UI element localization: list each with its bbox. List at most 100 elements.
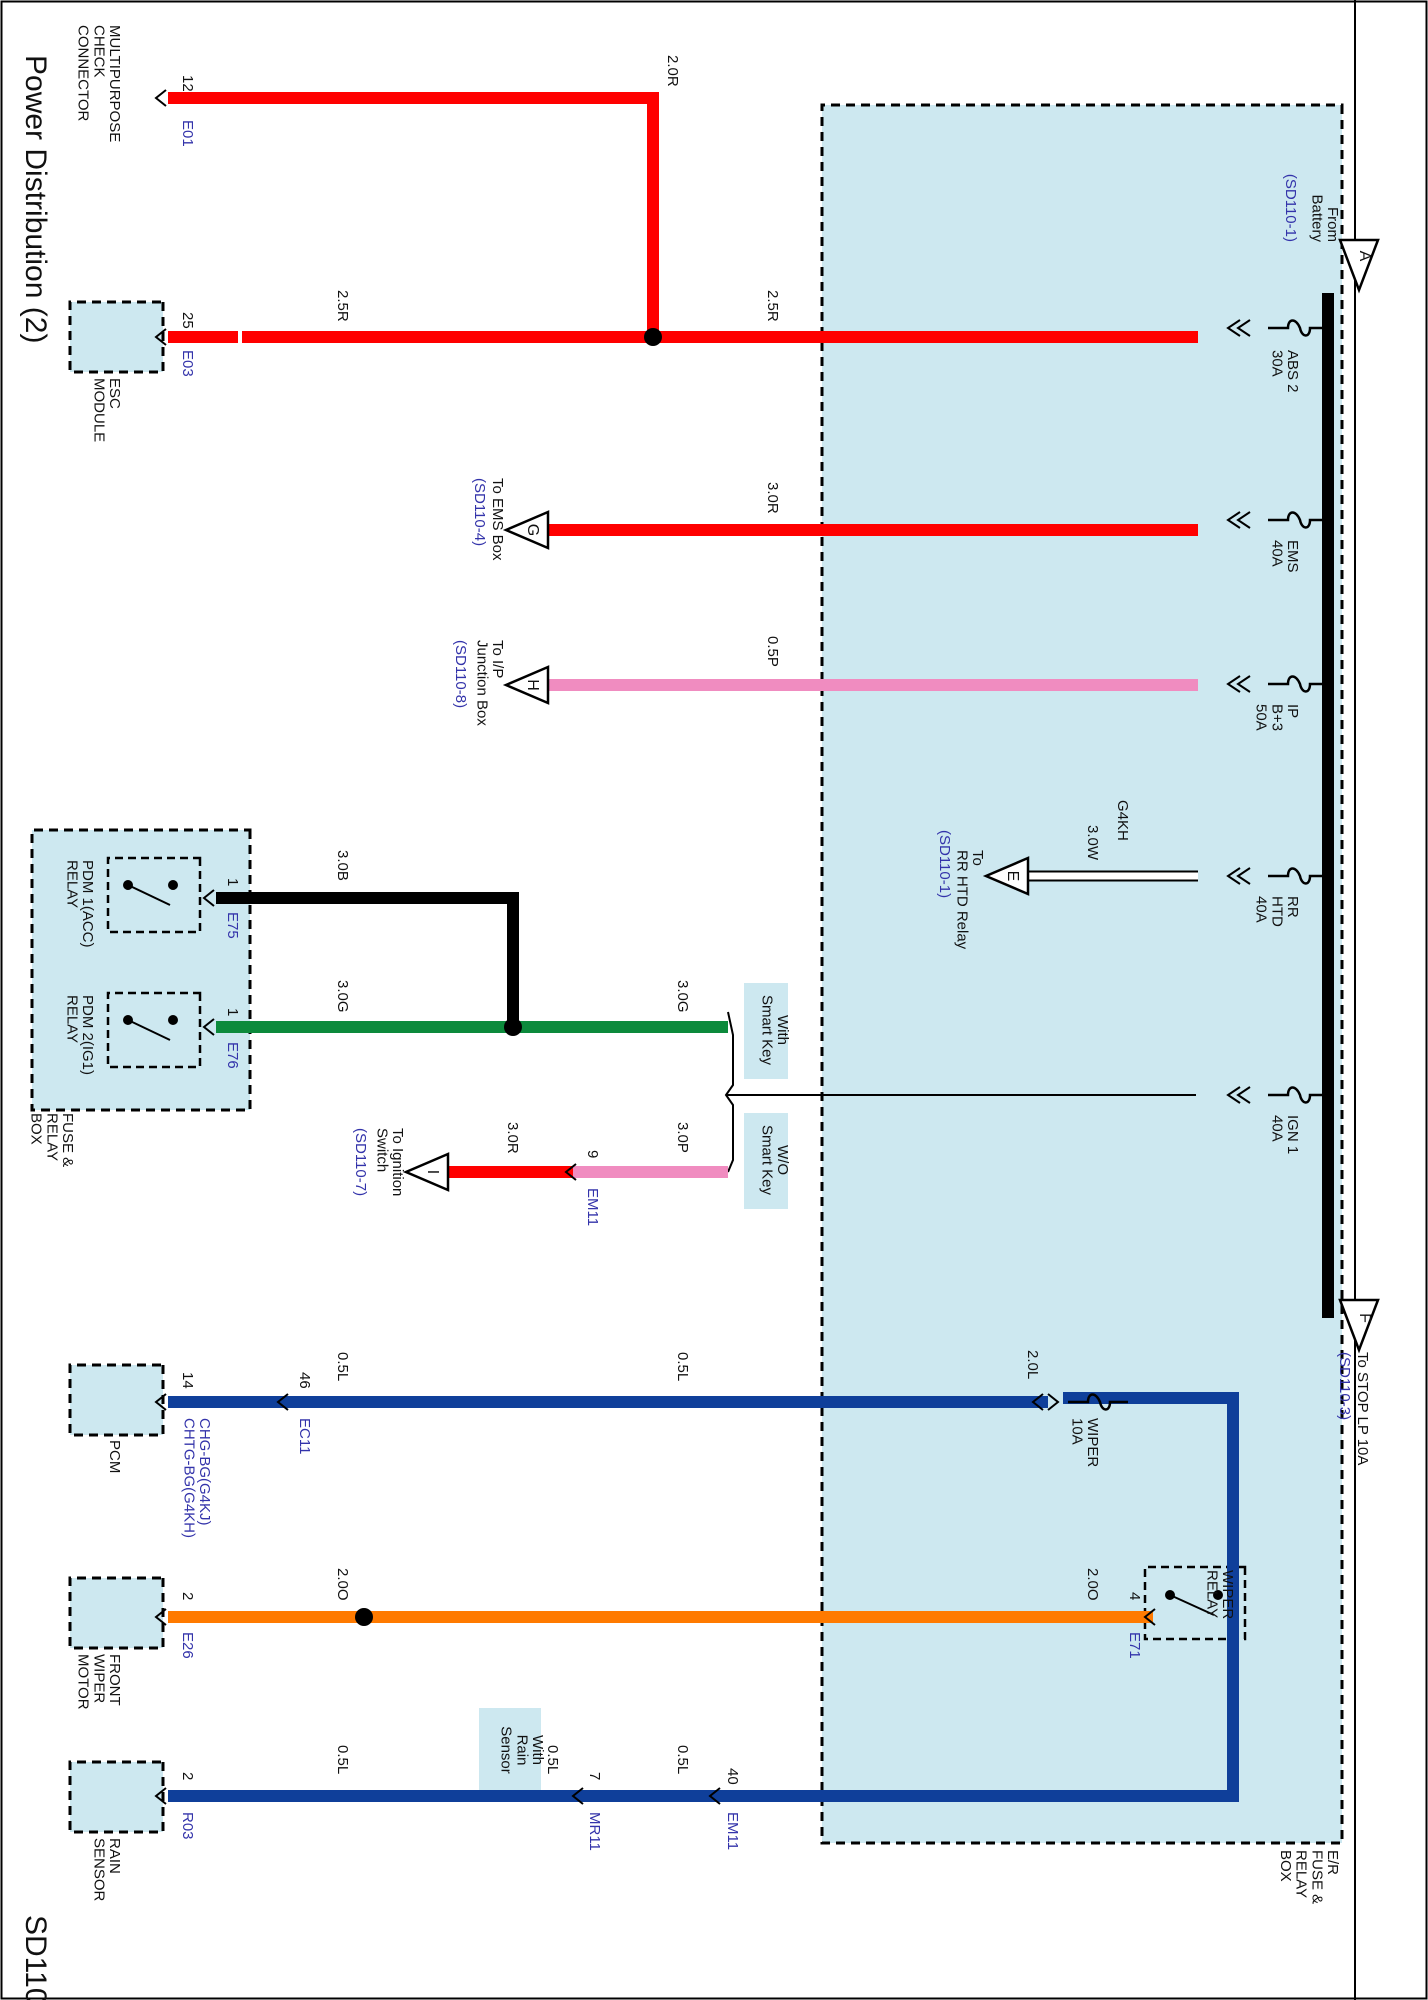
- wire-relay-label: 2.0O: [1084, 1568, 1101, 1601]
- wire-wo-right-label: 3.0P: [674, 1122, 691, 1153]
- connector-i-letter: I: [424, 1170, 441, 1174]
- wire-ems-label: 3.0R: [764, 482, 781, 514]
- connector-h-letter: H: [524, 679, 541, 691]
- abs2-fuse: [1268, 319, 1328, 337]
- connector-g-letter: G: [524, 524, 541, 536]
- rain-name: RAINSENSOR: [90, 1838, 123, 1902]
- with-smart-key-label: WithSmart Key: [758, 995, 791, 1066]
- wire-rr-label: 3.0W: [1084, 825, 1101, 861]
- wire-pdm1-label: 3.0B: [334, 850, 351, 881]
- mr11-pin: 7: [586, 1772, 603, 1780]
- fuse-symbols: [1068, 319, 1328, 1411]
- wire-wiper-src: [168, 1392, 1239, 1802]
- wire-pdm2-left-label: 3.0G: [334, 980, 351, 1013]
- connector-e-ref: (SD110-1): [936, 830, 953, 898]
- junction-pdm: [504, 1018, 522, 1036]
- connector-i-ref: (SD110-7): [352, 1128, 369, 1196]
- connector-e-text: ToRR HTD Relay: [953, 850, 986, 950]
- rain-conn: R03: [179, 1812, 196, 1840]
- wiper-relay-name: WIPERRELAY: [1203, 1570, 1236, 1619]
- wiper-relay-conn: E71: [1126, 1632, 1143, 1659]
- ign1-fuse: [1268, 1086, 1328, 1104]
- wo-smart-key-label: W/OSmart Key: [758, 1125, 791, 1196]
- pdm2-conn: E76: [224, 1042, 241, 1069]
- ems-fuse-label: EMS40A: [1268, 540, 1301, 573]
- page-title: Power Distribution (2): [19, 55, 52, 343]
- connector-h-ref: (SD110-8): [452, 640, 469, 708]
- mr11-conn: MR11: [586, 1812, 603, 1851]
- wire-esc-left-label: 2.5R: [334, 290, 351, 322]
- fwm-conn: E26: [179, 1632, 196, 1659]
- wire-wiper-src-label: 2.0L: [1024, 1350, 1041, 1379]
- pdm1-relay-symbol: [106, 856, 202, 934]
- wire-rain-right-label: 0.5L: [674, 1745, 691, 1774]
- connector-i: [402, 1152, 450, 1192]
- ign1-fuse-label: IGN 140A: [1268, 1115, 1301, 1154]
- connector-f-ref: (SD110-3): [1336, 1352, 1353, 1420]
- esc-name: ESCMODULE: [90, 378, 123, 442]
- wire-fwm-label: 2.0O: [334, 1568, 351, 1601]
- mpc-conn: E01: [179, 120, 196, 147]
- pdm1-name: PDM 1(ACC)RELAY: [63, 860, 96, 948]
- wire-pcm-right-label: 0.5L: [674, 1352, 691, 1381]
- connector-g-ref: (SD110-4): [471, 478, 488, 546]
- er-box-label: E/RFUSE &RELAYBOX: [1277, 1850, 1341, 1904]
- front-wiper-motor-box: [68, 1576, 165, 1650]
- pcm-pin: 14: [179, 1372, 196, 1389]
- rain-pin: 2: [179, 1772, 196, 1780]
- wire-mpc: [168, 92, 659, 337]
- connector-f: [1338, 1298, 1380, 1354]
- esc-conn: E03: [179, 350, 196, 377]
- with-rain-sensor-label: WithRainSensor: [498, 1726, 547, 1774]
- connector-a: [1338, 238, 1380, 294]
- connector-a-letter: A: [1356, 251, 1373, 262]
- fwm-pin: 2: [179, 1592, 196, 1600]
- connector-f-letter: F: [1356, 1313, 1373, 1323]
- pcm-name: PCM: [106, 1440, 123, 1473]
- mpc-pin: 12: [179, 75, 196, 92]
- wire-smart-split: [724, 1011, 734, 1173]
- wires: [168, 92, 1239, 1802]
- em11-wo-conn: EM11: [584, 1188, 601, 1226]
- connector-h: [502, 665, 550, 705]
- triangle-connectors: [402, 238, 1380, 1354]
- with-rain-sensor-note: [479, 1708, 541, 1794]
- pdm1-conn: E75: [224, 912, 241, 939]
- em11-rain-pin: 40: [724, 1768, 741, 1785]
- pdm2-pin: 1: [224, 1008, 241, 1016]
- ems-fuse: [1268, 511, 1328, 529]
- wo-smart-key-note: [744, 1113, 788, 1209]
- wire-pdm1: [216, 892, 519, 1027]
- ip-fuse-label: IPB+350A: [1253, 704, 1302, 731]
- er-fuse-relay-box: [820, 103, 1344, 1845]
- wire-pcm-left-label: 0.5L: [334, 1352, 351, 1381]
- connector-h-text: To I/PJunction Box: [473, 640, 506, 726]
- pdm1-pin: 1: [224, 878, 241, 886]
- terminal-chevrons: [154, 89, 1251, 1805]
- with-smart-key-note: [744, 983, 788, 1079]
- junction-esc: [644, 328, 662, 346]
- page-id: SD110-2: [19, 1915, 52, 2000]
- rrhtd-fuse-label: RRHTD40A: [1253, 896, 1302, 927]
- junction-wiper: [355, 1608, 373, 1626]
- labels: Power Distribution (2) SD110-2 E/RFUSE &RE…: [19, 25, 1373, 2000]
- esc-module-box: [68, 300, 165, 374]
- fwm-name: FRONTWIPERMOTOR: [75, 1654, 124, 1710]
- em11-wo-pin: 9: [584, 1150, 601, 1158]
- pdm2-name: PDM 2(IG1)RELAY: [63, 995, 96, 1075]
- connector-g-text: To EMS Box: [489, 478, 506, 561]
- rain-sensor-box: [68, 1760, 165, 1834]
- connector-e-letter: E: [1004, 871, 1021, 882]
- ip-fuse: [1268, 675, 1328, 693]
- esc-pin: 25: [179, 312, 196, 329]
- wiper-relay-symbol: [1143, 1565, 1247, 1641]
- wire-wo-left-label: 3.0R: [504, 1122, 521, 1154]
- junction-dots: [355, 328, 662, 1626]
- connector-a-text: FromBattery: [1308, 194, 1341, 242]
- wiper-fuse: [1068, 1393, 1128, 1411]
- connector-a-ref: (SD110-1): [1282, 174, 1299, 242]
- wiper-relay-pin: 4: [1126, 1592, 1143, 1600]
- wire-ip-label: 0.5P: [764, 636, 781, 667]
